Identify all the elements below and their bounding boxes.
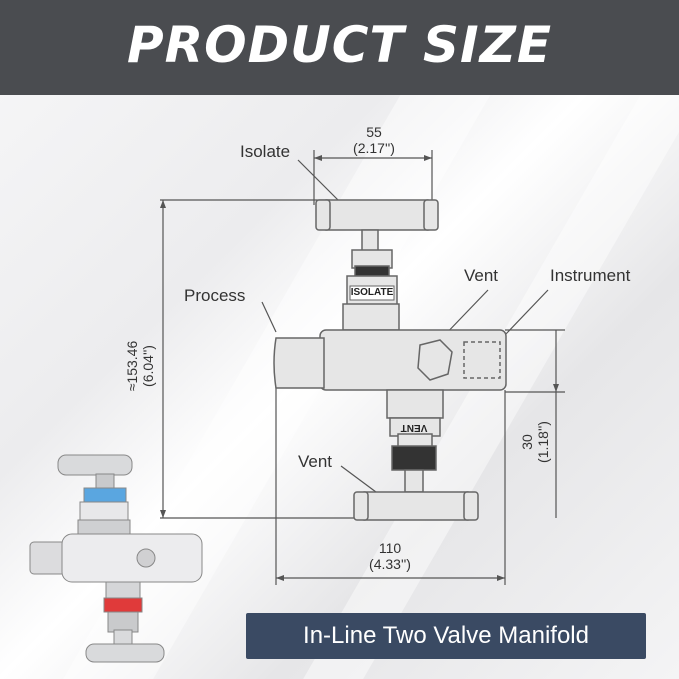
height-dimension: ≈153.46 (6.04''): [124, 306, 156, 426]
length-dimension: 110 (4.33''): [350, 540, 430, 572]
width-top-mm: 55: [366, 124, 382, 140]
length-in: (4.33''): [369, 556, 411, 572]
offset-dimension: 30 (1.18''): [519, 402, 551, 482]
isolate-stamp: ISOLATE: [350, 287, 394, 298]
vent-label: Vent: [298, 452, 333, 471]
process-label: Process: [184, 286, 246, 305]
page-title: PRODUCT SIZE: [127, 16, 552, 74]
height-mm: ≈153.46: [124, 340, 140, 392]
length-mm: 110: [378, 540, 402, 556]
caption-banner: In-Line Two Valve Manifold: [246, 613, 646, 659]
vent-label: Vent: [464, 266, 499, 285]
width-top-in: (2.17''): [353, 140, 395, 156]
offset-in: (1.18''): [535, 421, 551, 463]
width-top-dimension: 55 (2.17''): [334, 124, 414, 156]
instrument-label: Instrument: [550, 266, 631, 285]
product-caption: In-Line Two Valve Manifold: [303, 622, 589, 649]
offset-mm: 30: [519, 434, 535, 450]
height-in: (6.04''): [140, 345, 156, 387]
header-banner: PRODUCT SIZE: [0, 0, 679, 95]
vent-stamp: VENT: [400, 422, 428, 433]
isolate-label: Isolate: [240, 142, 291, 161]
